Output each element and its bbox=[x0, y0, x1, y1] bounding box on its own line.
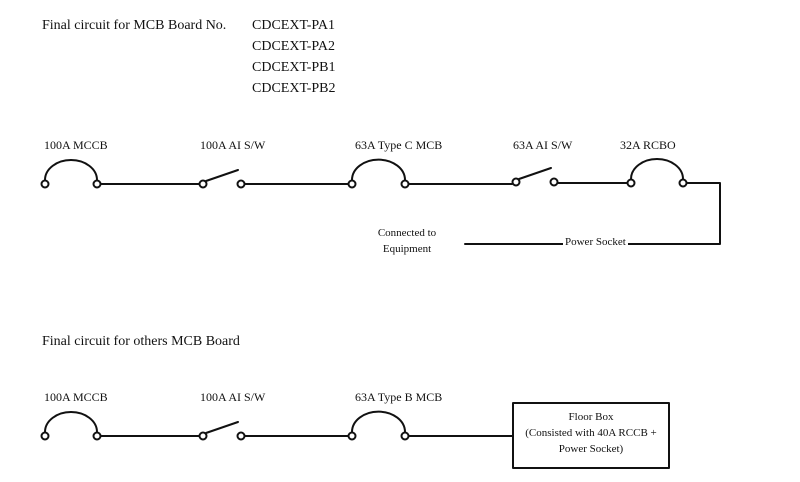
device-label-100a-mccb-1: 100A MCCB bbox=[44, 138, 108, 152]
board-code-3: CDCEXT-PB1 bbox=[252, 60, 336, 75]
section1-title: Final circuit for MCB Board No. bbox=[42, 18, 227, 33]
equipment-label-line1: Connected to bbox=[377, 227, 437, 239]
switch-symbol-63a-ai-sw bbox=[511, 167, 559, 187]
equipment-label-line2: Equipment bbox=[382, 243, 432, 255]
breaker-symbol-32a-rcbo bbox=[626, 158, 688, 188]
board-code-4: CDCEXT-PB2 bbox=[252, 81, 336, 96]
switch-symbol-100a-ai-sw-2 bbox=[198, 421, 246, 441]
breaker-symbol-100a-mccb-1 bbox=[40, 159, 102, 189]
wire-1-return bbox=[464, 182, 721, 245]
breaker-symbol-63a-type-c-mcb bbox=[347, 158, 410, 189]
device-label-100a-mccb-2: 100A MCCB bbox=[44, 390, 108, 404]
device-label-100a-ai-sw-1: 100A AI S/W bbox=[200, 138, 266, 152]
breaker-symbol-63a-type-b-mcb bbox=[347, 410, 410, 441]
device-label-100a-ai-sw-2: 100A AI S/W bbox=[200, 390, 266, 404]
device-label-63a-type-b-mcb: 63A Type B MCB bbox=[355, 390, 443, 404]
device-label-32a-rcbo: 32A RCBO bbox=[620, 138, 676, 152]
floor-box-desc-line1: (Consisted with 40A RCCB + bbox=[525, 427, 657, 439]
board-code-2: CDCEXT-PA2 bbox=[252, 39, 335, 54]
floor-box-outline bbox=[512, 402, 670, 469]
device-label-63a-ai-sw: 63A AI S/W bbox=[513, 138, 573, 152]
floor-box-desc-line2: Power Socket) bbox=[558, 443, 624, 455]
section2-title: Final circuit for others MCB Board bbox=[42, 334, 240, 349]
board-code-1: CDCEXT-PA1 bbox=[252, 18, 335, 33]
floor-box-title: Floor Box bbox=[568, 411, 614, 423]
switch-symbol-100a-ai-sw-1 bbox=[198, 169, 246, 189]
power-socket-label: Power Socket bbox=[563, 236, 628, 248]
breaker-symbol-100a-mccb-2 bbox=[40, 411, 102, 441]
device-label-63a-type-c-mcb: 63A Type C MCB bbox=[355, 138, 443, 152]
